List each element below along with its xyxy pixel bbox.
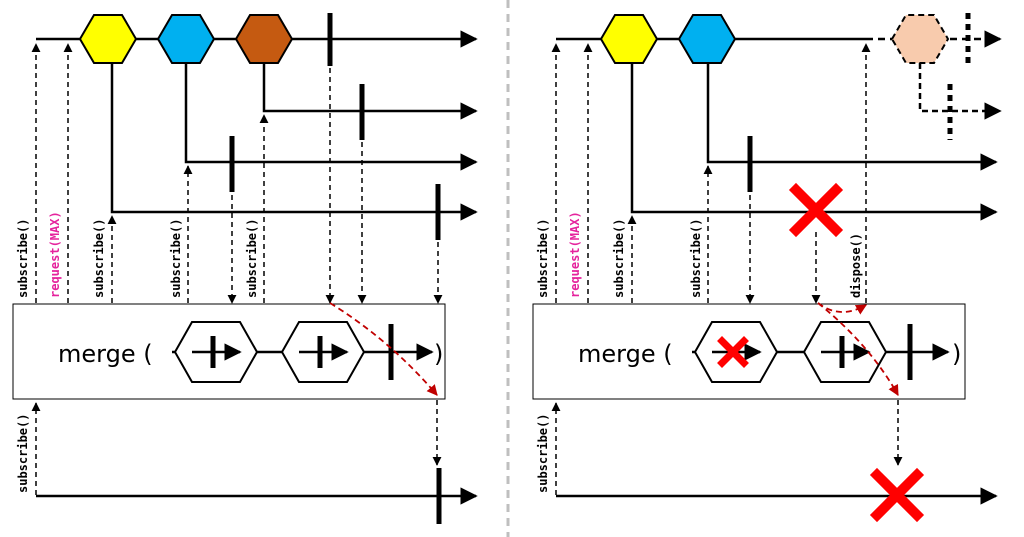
- output-error-x-icon: [869, 467, 925, 523]
- label-request-max: request(MAX): [48, 211, 62, 298]
- brown-marble: [234, 14, 294, 64]
- yellow-inner-timeline: [110, 63, 478, 221]
- merge-close-text: ): [952, 340, 961, 368]
- error-x-icon: [788, 182, 844, 238]
- right-panel: subscribe() request(MAX) subscribe() sub…: [532, 13, 1002, 523]
- yellow-marble: [78, 14, 138, 64]
- left-panel: subscribe() request(MAX) subscribe() sub…: [12, 13, 478, 524]
- label-subscribe-result: subscribe(): [536, 414, 550, 493]
- merge-close-text: ): [434, 340, 443, 368]
- blue-inner-timeline: [184, 63, 478, 171]
- merge-open-text: merge (: [578, 340, 673, 368]
- label-dispose: dispose(): [849, 233, 863, 298]
- label-request-max: request(MAX): [568, 211, 582, 298]
- label-subscribe-inner: subscribe(): [689, 219, 703, 298]
- blue-marble: [156, 14, 216, 64]
- label-subscribe-source: subscribe(): [536, 219, 550, 298]
- label-subscribe-inner: subscribe(): [245, 219, 259, 298]
- yellow-marble: [599, 14, 659, 64]
- peach-marble-not-emitted: [890, 14, 950, 64]
- label-subscribe-source: subscribe(): [16, 219, 30, 298]
- label-subscribe-inner: subscribe(): [169, 219, 183, 298]
- brown-inner-timeline: [262, 63, 478, 120]
- blue-marble: [677, 14, 737, 64]
- blue-inner-timeline: [706, 63, 998, 171]
- merge-open-text: merge (: [58, 340, 153, 368]
- label-subscribe-result: subscribe(): [16, 414, 30, 493]
- result-red-arrow: [329, 302, 438, 396]
- label-subscribe-inner: subscribe(): [92, 219, 106, 298]
- merge-error-x-icon: [717, 336, 749, 368]
- yellow-inner-timeline: [630, 63, 998, 221]
- error-red-arrow: [817, 302, 899, 396]
- label-subscribe-inner: subscribe(): [612, 219, 626, 298]
